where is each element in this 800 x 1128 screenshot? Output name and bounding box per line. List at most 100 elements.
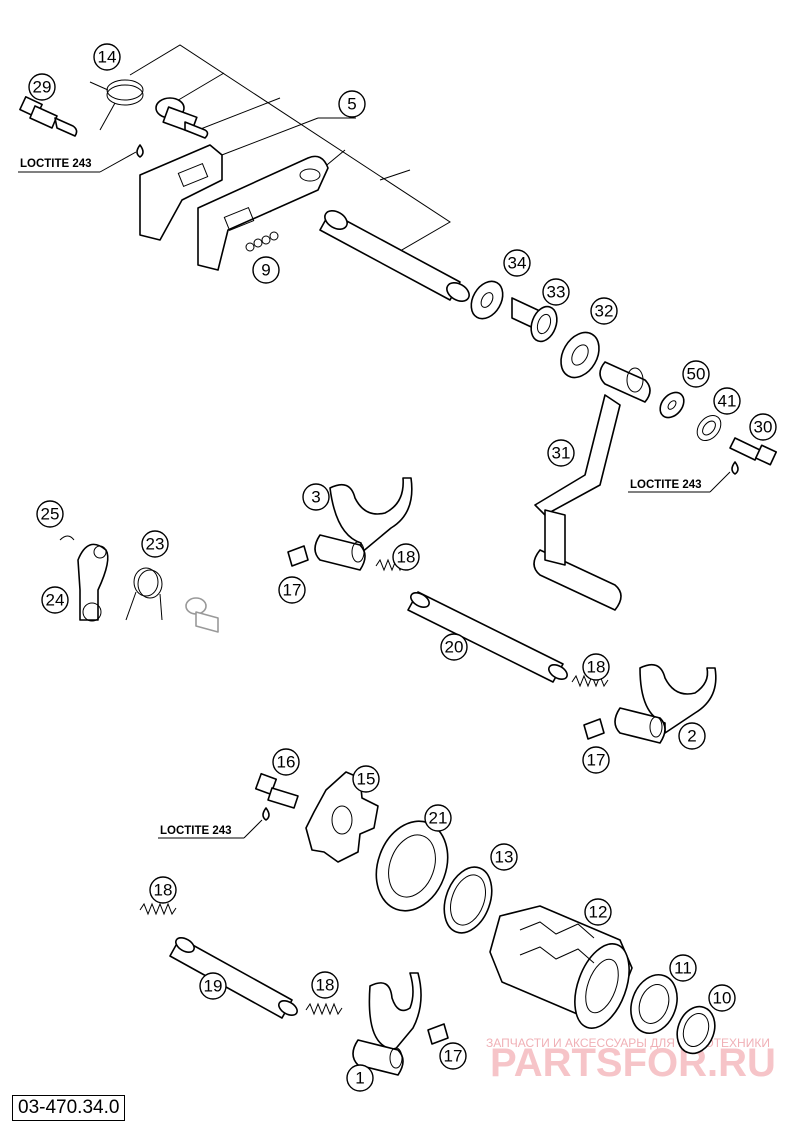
- svg-text:18: 18: [397, 548, 416, 567]
- part-19-fork-rod: [169, 936, 298, 1019]
- callout-11: 11: [669, 954, 697, 982]
- loctite-label-1: LOCTITE 243: [18, 151, 137, 173]
- svg-text:50: 50: [687, 365, 706, 384]
- part-30-bolt: [729, 437, 778, 466]
- callout-16: 16: [272, 748, 300, 776]
- callout-20: 20: [440, 633, 468, 661]
- svg-text:3: 3: [311, 488, 320, 507]
- callout-19: 19: [199, 972, 227, 1000]
- part-31-shift-lever: [533, 361, 651, 611]
- svg-text:30: 30: [754, 418, 773, 437]
- svg-text:18: 18: [154, 881, 173, 900]
- callout-14: 14: [93, 43, 121, 71]
- svg-text:41: 41: [718, 392, 737, 411]
- loctite-label-3: LOCTITE 243: [158, 819, 263, 839]
- callout-32: 32: [590, 297, 618, 325]
- svg-text:14: 14: [98, 48, 117, 67]
- callout-29: 29: [28, 73, 56, 101]
- part-13-washer: [443, 866, 493, 934]
- callout-3: 3: [302, 483, 330, 511]
- svg-text:18: 18: [316, 976, 335, 995]
- part-21-bearing: [375, 820, 449, 912]
- loctite-label-2: LOCTITE 243: [628, 471, 731, 493]
- svg-text:LOCTITE 243: LOCTITE 243: [630, 479, 702, 491]
- callout-31: 31: [547, 439, 575, 467]
- pivot-bolt: [185, 597, 219, 633]
- part-32-seal: [560, 331, 600, 379]
- part-2-shift-fork: [614, 663, 717, 744]
- svg-text:2: 2: [687, 727, 696, 746]
- callout-18: 18: [392, 543, 420, 571]
- callout-23: 23: [141, 530, 169, 558]
- svg-text:17: 17: [587, 751, 606, 770]
- callout-25: 25: [36, 500, 64, 528]
- svg-text:16: 16: [277, 753, 296, 772]
- shift-bolt: [155, 97, 209, 139]
- part-34-washer: [470, 280, 504, 320]
- part-33-needle-bearing: [511, 297, 558, 343]
- svg-text:17: 17: [444, 1047, 463, 1066]
- watermark-logo: PARTSFOR.RU: [490, 1041, 776, 1085]
- callout-41: 41: [713, 387, 741, 415]
- loctite-drop-icon: [136, 144, 739, 821]
- callout-21: 21: [424, 804, 452, 832]
- svg-text:18: 18: [587, 658, 606, 677]
- callout-2: 2: [678, 722, 706, 750]
- part-9-detent-balls: [245, 231, 279, 252]
- part-50-washer: [659, 391, 685, 419]
- shift-plate-right: [197, 155, 329, 271]
- callout-17: 17: [582, 746, 610, 774]
- svg-text:21: 21: [429, 809, 448, 828]
- svg-text:13: 13: [495, 848, 514, 867]
- callout-9: 9: [252, 256, 280, 284]
- callout-30: 30: [749, 413, 777, 441]
- callout-5: 5: [338, 90, 366, 118]
- part-11-bearing: [630, 974, 678, 1034]
- svg-text:24: 24: [46, 591, 65, 610]
- callout-17: 17: [278, 576, 306, 604]
- callout-12: 12: [584, 898, 612, 926]
- shift-plate-left: [139, 144, 223, 241]
- svg-text:LOCTITE 243: LOCTITE 243: [20, 158, 92, 170]
- callout-17: 17: [439, 1042, 467, 1070]
- callout-34: 34: [503, 249, 531, 277]
- callout-24: 24: [41, 586, 69, 614]
- callout-50: 50: [682, 360, 710, 388]
- callout-13: 13: [490, 843, 518, 871]
- svg-text:32: 32: [595, 302, 614, 321]
- svg-text:17: 17: [283, 581, 302, 600]
- svg-text:29: 29: [33, 78, 52, 97]
- part-12-shift-drum: [489, 905, 633, 1029]
- callout-10: 10: [708, 984, 736, 1012]
- part-10-circlip: [676, 1005, 716, 1055]
- part-23-torsion-spring: [125, 567, 163, 621]
- part-1-shift-fork: [352, 972, 422, 1076]
- svg-text:5: 5: [347, 95, 356, 114]
- part-41-lock-washer: [696, 414, 722, 442]
- part-16-bolt: [254, 772, 299, 809]
- svg-text:34: 34: [508, 254, 527, 273]
- assembly-group-lines: [129, 44, 451, 259]
- svg-text:19: 19: [204, 977, 223, 996]
- svg-text:15: 15: [357, 770, 376, 789]
- callout-18: 18: [582, 653, 610, 681]
- svg-text:LOCTITE 243: LOCTITE 243: [160, 825, 232, 837]
- callout-15: 15: [352, 765, 380, 793]
- svg-text:10: 10: [713, 989, 732, 1008]
- svg-text:20: 20: [445, 638, 464, 657]
- svg-text:9: 9: [261, 261, 270, 280]
- part-14-spring: [89, 79, 144, 131]
- svg-text:25: 25: [41, 505, 60, 524]
- callout-18: 18: [149, 876, 177, 904]
- part-17-pin: [287, 545, 605, 1045]
- svg-text:33: 33: [547, 283, 566, 302]
- part-25-circlip: [59, 535, 75, 541]
- callout-1: 1: [346, 1064, 374, 1092]
- part-29-stud: [19, 96, 78, 137]
- svg-text:23: 23: [146, 535, 165, 554]
- svg-text:1: 1: [355, 1069, 364, 1088]
- shift-shaft: [319, 210, 470, 302]
- part-20-fork-rod: [407, 591, 568, 683]
- part-24-ratchet-arm: [77, 543, 109, 622]
